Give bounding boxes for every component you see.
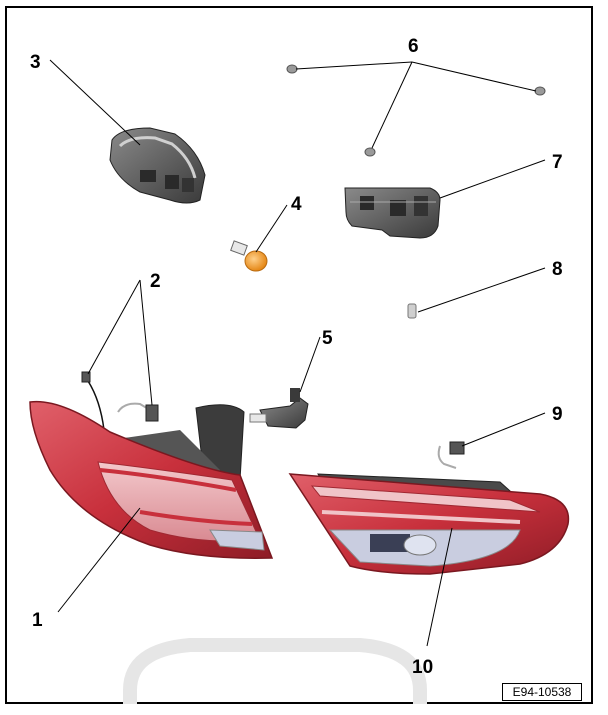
- part-6-nuts: [286, 64, 546, 157]
- callout-2: 2: [150, 271, 161, 292]
- part-9-connector: [437, 441, 465, 469]
- part-4-bulb: [230, 240, 268, 272]
- part-10-inner-tail-lamp: [288, 473, 570, 575]
- callout-9: 9: [552, 404, 563, 425]
- part-7-inner-bulb-carrier: [344, 187, 441, 239]
- part-8-small-bulb: [407, 303, 417, 319]
- callout-3: 3: [30, 52, 41, 73]
- callout-6: 6: [408, 36, 419, 57]
- part-5-bulb-socket: [249, 388, 309, 429]
- callout-5: 5: [322, 328, 333, 349]
- figure-id-label: E94-10538: [502, 683, 582, 701]
- diagram-frame: [5, 6, 593, 704]
- part-3-bulb-carrier: [109, 127, 206, 204]
- callout-8: 8: [552, 259, 563, 280]
- callout-7: 7: [552, 152, 563, 173]
- callout-4: 4: [291, 194, 302, 215]
- watermark-shape: [123, 638, 427, 704]
- part-1-outer-tail-lamp: [29, 400, 274, 559]
- leader-lines: [49, 59, 546, 647]
- callout-1: 1: [32, 610, 43, 631]
- callout-10: 10: [412, 657, 433, 678]
